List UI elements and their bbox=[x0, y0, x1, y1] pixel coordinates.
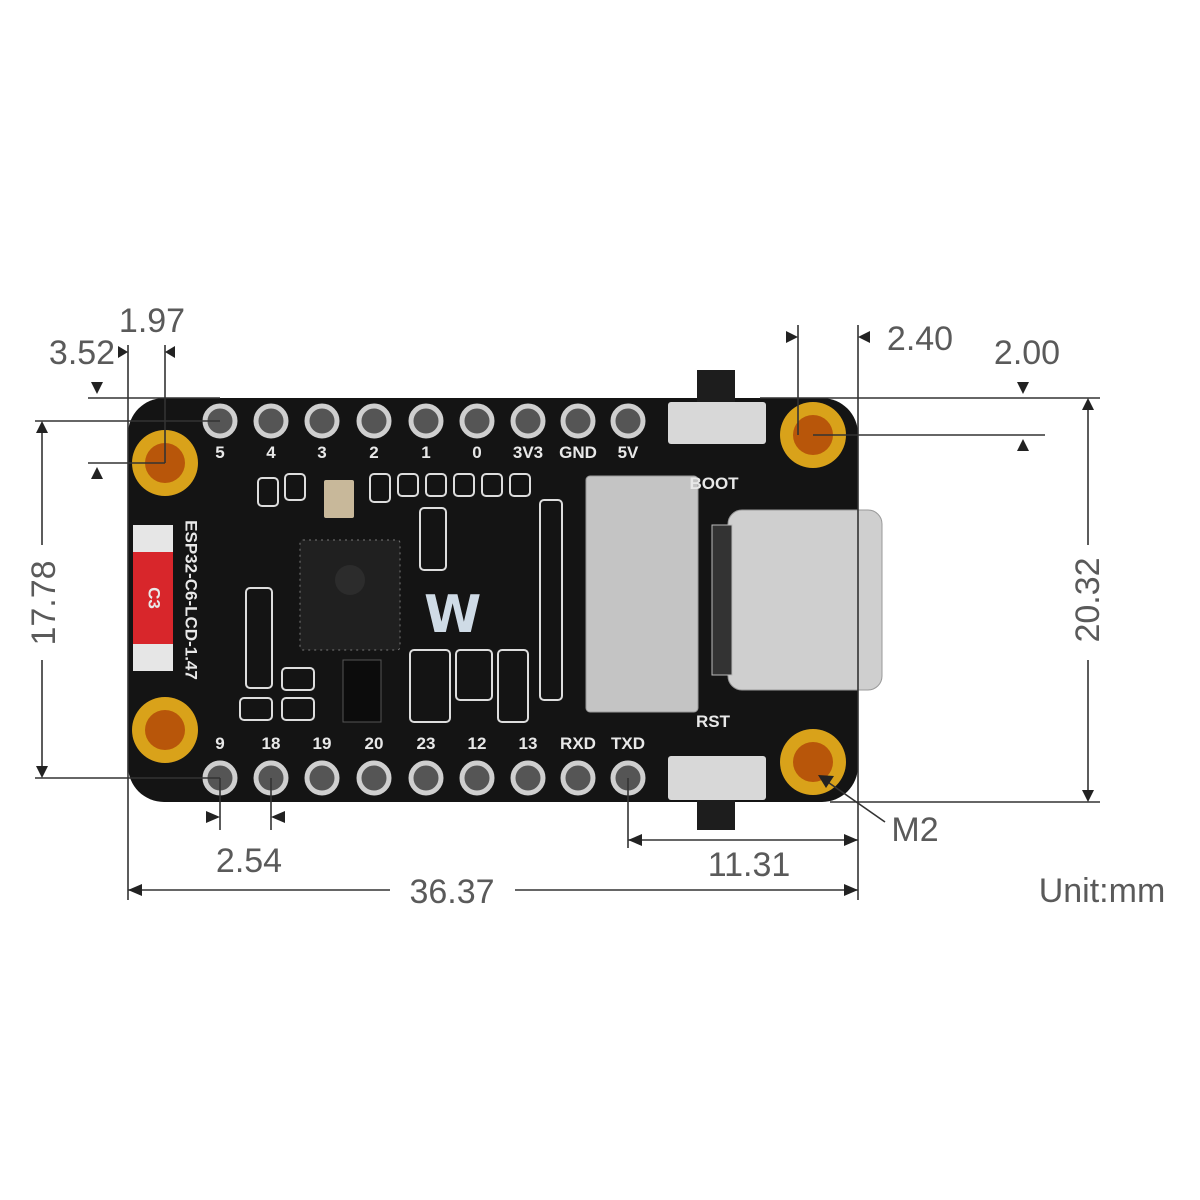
reset-button bbox=[668, 756, 766, 800]
pin-hole bbox=[304, 760, 340, 796]
pin-headers: 5 4 3 2 1 0 3V3 GND 5V 9 18 19 20 23 12 13 RXD TXD bbox=[202, 403, 646, 796]
pin-label: GND bbox=[559, 443, 597, 462]
pin-label: TXD bbox=[611, 734, 645, 753]
pin-label: 18 bbox=[262, 734, 281, 753]
usb-c-connector bbox=[727, 509, 883, 691]
dim-hole-offset-y-right: 2.00 bbox=[994, 334, 1060, 372]
pin-label: 19 bbox=[313, 734, 332, 753]
dim-board-width: 20.32 bbox=[1069, 557, 1107, 642]
lcd-connector-shield bbox=[585, 475, 699, 713]
pin-hole bbox=[408, 403, 444, 439]
dim-hole-offset-x-right: 2.40 bbox=[887, 320, 953, 358]
pin-hole bbox=[408, 760, 444, 796]
waveshare-logo-icon: W bbox=[424, 585, 481, 645]
pin-hole bbox=[560, 760, 596, 796]
reset-switch-actuator bbox=[697, 798, 735, 830]
pin-label: 5V bbox=[618, 443, 639, 462]
pin-label: 23 bbox=[417, 734, 436, 753]
usb-c-pins bbox=[711, 524, 733, 676]
pin-hole bbox=[459, 760, 495, 796]
dim-pin-header-span: 17.78 bbox=[25, 560, 63, 645]
boot-button bbox=[668, 402, 766, 444]
pin-hole bbox=[459, 403, 495, 439]
dim-board-length: 36.37 bbox=[409, 873, 494, 911]
crystal bbox=[324, 480, 354, 518]
pin-label: 9 bbox=[215, 734, 224, 753]
pin-hole bbox=[510, 403, 546, 439]
pin-label: 13 bbox=[519, 734, 538, 753]
pin-label: 2 bbox=[369, 443, 378, 462]
dim-hole-offset-y-left: 3.52 bbox=[49, 334, 115, 372]
regulator bbox=[342, 659, 382, 723]
pin-label: 3V3 bbox=[513, 443, 543, 462]
boot-label: BOOT bbox=[689, 474, 739, 493]
pin-label: 12 bbox=[468, 734, 487, 753]
pin-hole bbox=[253, 403, 289, 439]
boot-switch-actuator bbox=[697, 370, 735, 404]
espressif-logo-icon bbox=[335, 565, 365, 595]
dimension-lines: 1.97 3.52 17.78 2.54 36.37 11.31 2.40 2.… bbox=[25, 302, 1107, 911]
chip-variant-label: C3 bbox=[145, 587, 164, 609]
chip-variant-badge bbox=[133, 552, 173, 644]
pin-label: 4 bbox=[266, 443, 276, 462]
pin-label: 1 bbox=[421, 443, 430, 462]
pin-hole bbox=[610, 403, 646, 439]
dim-hole-offset-x: 1.97 bbox=[119, 302, 185, 340]
pin-label: 5 bbox=[215, 443, 224, 462]
unit-label: Unit:mm bbox=[1039, 872, 1166, 910]
board-model-label: ESP32-C6-LCD-1.47 bbox=[182, 520, 201, 680]
reset-label: RST bbox=[696, 712, 731, 731]
dim-pin-pitch: 2.54 bbox=[216, 842, 282, 880]
pin-label: 0 bbox=[472, 443, 481, 462]
pin-label: RXD bbox=[560, 734, 596, 753]
pin-label: 3 bbox=[317, 443, 326, 462]
mount-hole-label: M2 bbox=[891, 811, 938, 849]
pin-hole bbox=[304, 403, 340, 439]
pin-hole bbox=[510, 760, 546, 796]
smd-pads bbox=[239, 473, 563, 723]
dim-txd-to-edge: 11.31 bbox=[708, 846, 791, 884]
pin-hole bbox=[356, 403, 392, 439]
pin-label: 20 bbox=[365, 734, 384, 753]
pin-hole bbox=[560, 403, 596, 439]
pin-hole bbox=[356, 760, 392, 796]
